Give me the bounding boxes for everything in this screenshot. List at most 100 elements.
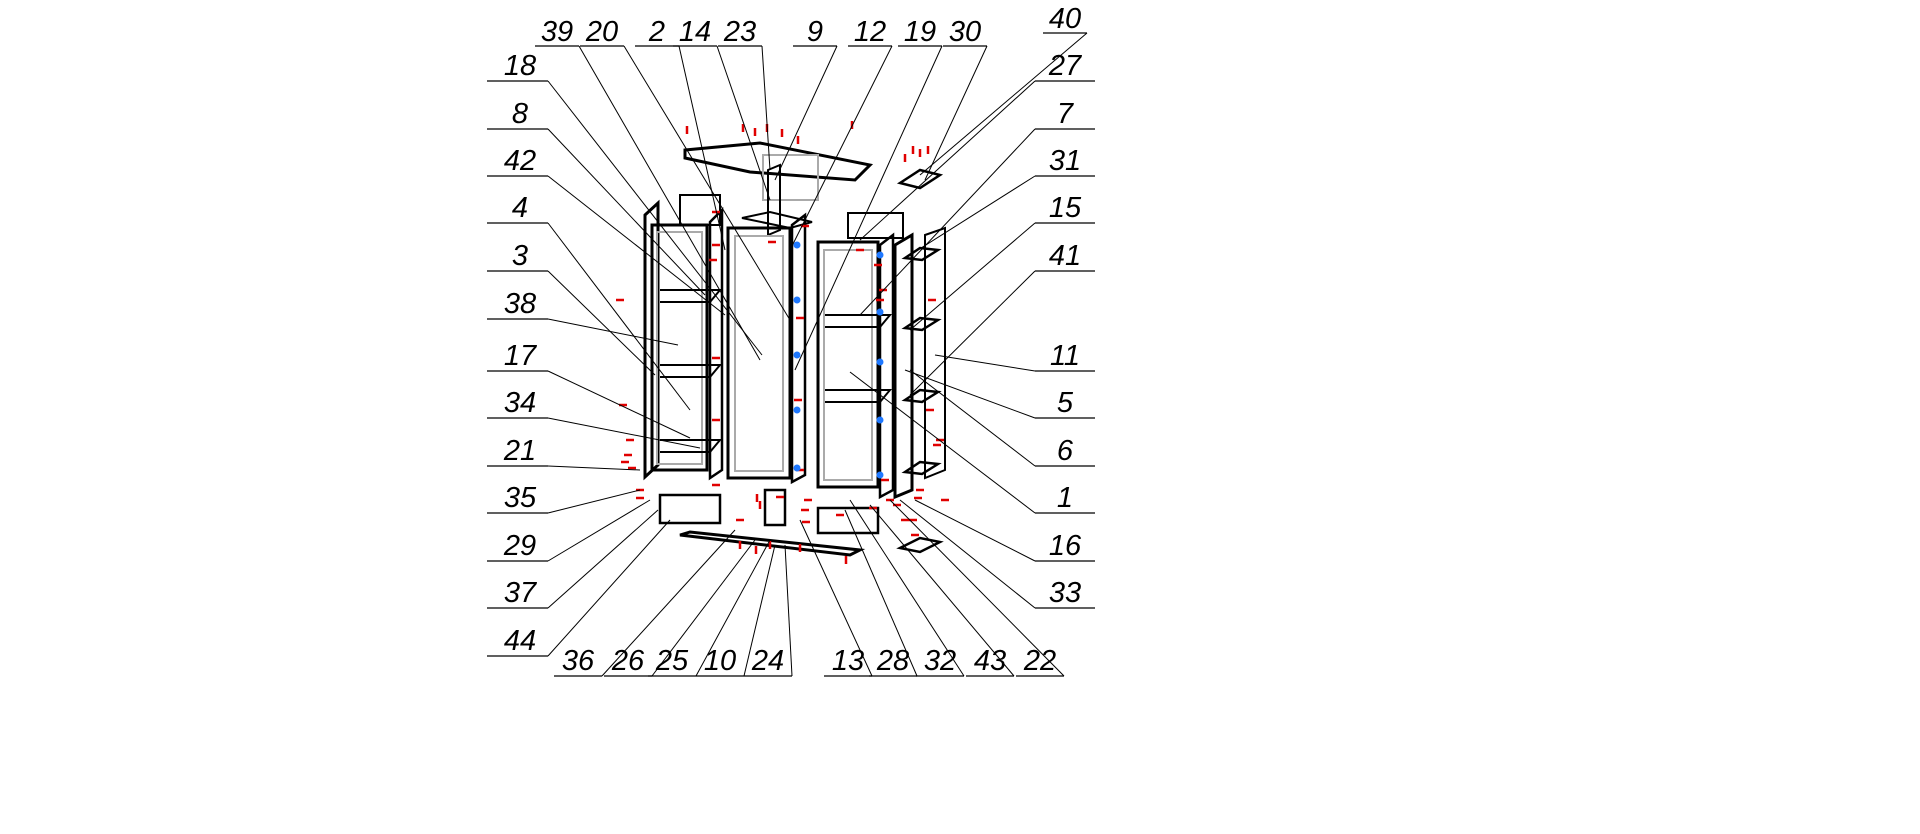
leader-line	[547, 270, 656, 376]
leader-line	[547, 417, 701, 449]
connector-fitting	[793, 296, 801, 304]
leader-line	[904, 369, 1036, 419]
connector-fitting	[876, 358, 884, 366]
leader-line	[547, 175, 726, 316]
callout-15: 15	[909, 192, 1095, 331]
leader-line	[799, 519, 873, 677]
callout-label: 23	[723, 16, 756, 48]
leader-line	[849, 371, 1036, 514]
leader-line	[869, 504, 1015, 677]
leader-line	[623, 45, 791, 321]
callout-2: 2	[635, 16, 726, 251]
leader-line	[899, 499, 1036, 609]
left-shelf-1	[660, 289, 723, 303]
callout-label: 28	[876, 645, 909, 677]
callout-42: 42	[487, 145, 726, 316]
callout-34: 34	[487, 387, 701, 449]
leader-line	[889, 499, 1065, 677]
top-bracket	[762, 154, 819, 201]
leader-line	[695, 539, 771, 677]
connectors	[793, 241, 884, 479]
callout-label: 3	[512, 240, 528, 272]
callout-14: 14	[673, 16, 771, 201]
callout-label: 11	[1050, 340, 1080, 372]
open-shelf-2	[901, 316, 942, 332]
callout-label: 29	[503, 530, 536, 562]
right-shelf-2	[825, 389, 893, 403]
leader-line	[547, 499, 651, 562]
callout-label: 10	[704, 645, 736, 677]
callout-label: 5	[1057, 387, 1074, 419]
callout-37: 37	[487, 509, 659, 609]
callout-label: 38	[504, 288, 536, 320]
left-shelf-3	[660, 439, 723, 453]
right-inner-side	[878, 232, 895, 500]
right-shelf-1	[825, 314, 893, 328]
leader-line	[914, 499, 1036, 562]
callout-16: 16	[914, 499, 1095, 562]
right-door-frame	[816, 240, 880, 489]
callout-label: 9	[807, 16, 823, 48]
callout-label: 27	[1048, 50, 1083, 82]
callout-10: 10	[696, 544, 776, 677]
callout-1: 1	[849, 371, 1095, 514]
callout-29: 29	[487, 499, 651, 562]
callout-label: 13	[832, 645, 864, 677]
callout-label: 22	[1023, 645, 1056, 677]
leader-line	[547, 128, 706, 296]
connector-fitting	[793, 241, 801, 249]
callout-label: 8	[512, 98, 528, 130]
callout-41: 41	[909, 240, 1095, 396]
callout-19: 19	[794, 16, 943, 371]
left-door-glass	[656, 231, 703, 465]
callout-40: 40	[919, 3, 1088, 176]
callout-label: 4	[512, 192, 528, 224]
connector-fitting	[793, 406, 801, 414]
callout-13: 13	[799, 519, 873, 677]
leader-line	[761, 45, 771, 171]
leader-line	[789, 45, 893, 251]
leader-line	[859, 128, 1036, 316]
leader-line	[844, 509, 918, 677]
right-drawer	[816, 506, 880, 535]
callout-7: 7	[859, 98, 1095, 316]
callout-11: 11	[934, 340, 1095, 372]
open-shelf-4	[901, 460, 942, 476]
leader-line	[909, 222, 1036, 331]
right-door-glass	[823, 249, 873, 481]
leader-line	[547, 222, 691, 411]
middle-drawer	[763, 488, 787, 527]
left-door-frame	[650, 223, 709, 472]
callout-25: 25	[648, 539, 771, 677]
callout-label: 37	[504, 577, 538, 609]
leader-line	[794, 45, 943, 371]
left-shelf-2	[660, 364, 723, 378]
callout-label: 17	[504, 340, 538, 372]
callout-24: 24	[744, 544, 793, 677]
leader-line	[743, 544, 776, 677]
callout-label: 44	[504, 625, 536, 657]
callout-label: 7	[1057, 98, 1075, 130]
corner-shelf-top	[896, 168, 944, 190]
connector-fitting	[876, 251, 884, 259]
middle-inner-side	[790, 212, 807, 485]
callout-label: 24	[751, 645, 784, 677]
leader-line	[547, 465, 641, 471]
callout-label: 21	[503, 435, 536, 467]
callout-26: 26	[604, 539, 756, 677]
callout-31: 31	[909, 145, 1095, 256]
callout-label: 14	[679, 16, 711, 48]
leader-line	[859, 80, 1036, 241]
callout-label: 26	[611, 645, 645, 677]
connector-fitting	[876, 308, 884, 316]
leader-line	[678, 45, 726, 251]
connector-fitting	[793, 464, 801, 472]
callout-35: 35	[487, 482, 641, 514]
leader-line	[919, 32, 1088, 176]
right-side-panel	[893, 232, 914, 500]
left-inner-side	[708, 206, 724, 481]
callout-3: 3	[487, 240, 656, 376]
callout-43: 43	[869, 504, 1015, 677]
callout-6: 6	[909, 369, 1095, 467]
